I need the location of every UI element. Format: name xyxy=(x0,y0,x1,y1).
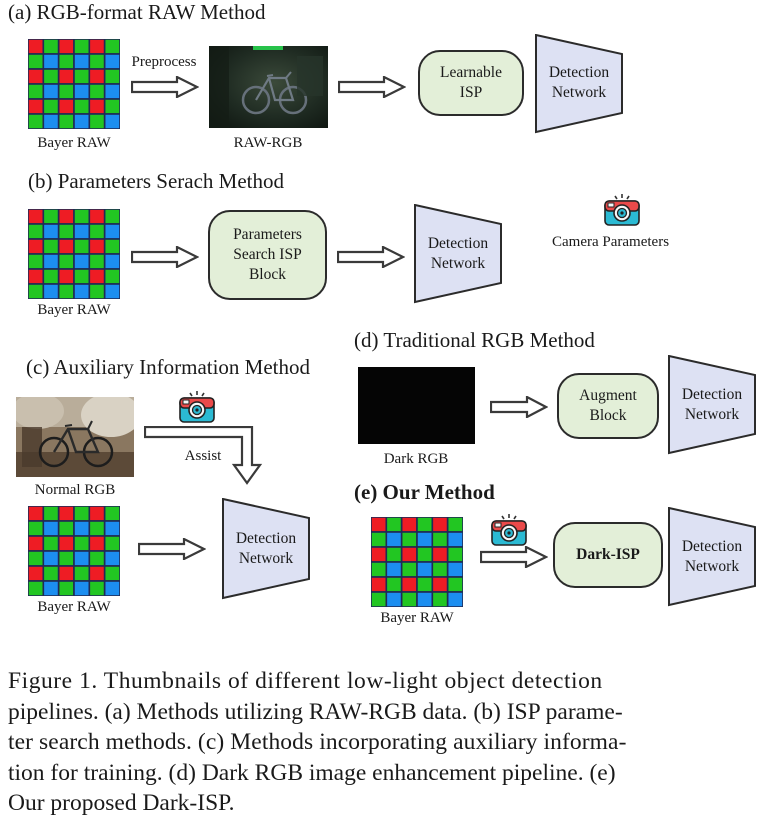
hollow-bent-arrow-icon xyxy=(144,426,263,485)
detection-network-label-d: Detection Network xyxy=(681,385,743,423)
dark-rgb-thumbnail xyxy=(358,367,475,444)
augment-block: Augment Block xyxy=(557,373,659,439)
bayer-raw-grid-e xyxy=(371,517,463,607)
detection-network-label-a: Detection Network xyxy=(548,63,610,101)
detection-network-shape-d xyxy=(668,355,756,455)
raw-rgb-label: RAW-RGB xyxy=(233,135,303,151)
normal-rgb-label: Normal RGB xyxy=(34,482,116,498)
dark-rgb-label: Dark RGB xyxy=(383,451,449,467)
learnable-isp-block: Learnable ISP xyxy=(418,50,524,116)
camera-icon xyxy=(604,194,640,226)
caption-line: Figure 1. Thumbnails of different low-li… xyxy=(8,668,603,694)
section-a-title: (a) RGB-format RAW Method xyxy=(8,0,266,24)
section-d-title: (d) Traditional RGB Method xyxy=(354,328,595,352)
hollow-right-arrow-icon xyxy=(131,76,199,98)
hollow-right-arrow-icon xyxy=(480,546,548,568)
detection-network-shape-b xyxy=(414,204,502,304)
caption-line: Our proposed Dark-ISP. xyxy=(8,790,235,816)
detection-network-label-c: Detection Network xyxy=(235,529,297,567)
bayer-raw-label-c: Bayer RAW xyxy=(37,599,111,615)
detection-network-shape-a xyxy=(535,34,623,134)
caption-line: tion for training. (d) Dark RGB image en… xyxy=(8,759,616,786)
detection-network-label-b: Detection Network xyxy=(427,234,489,272)
camera-parameters-label: Camera Parameters xyxy=(552,234,670,250)
hollow-right-arrow-icon xyxy=(490,396,548,418)
bayer-raw-label-e: Bayer RAW xyxy=(380,610,454,626)
dark-isp-block: Dark-ISP xyxy=(553,522,663,588)
detection-network-shape-c xyxy=(222,498,310,600)
hollow-right-arrow-icon xyxy=(338,76,406,98)
bayer-raw-label-a: Bayer RAW xyxy=(37,135,111,151)
camera-icon xyxy=(179,391,215,423)
preprocess-label: Preprocess xyxy=(131,54,197,70)
parameters-search-isp-block: Parameters Search ISP Block xyxy=(208,210,327,300)
section-c-title: (c) Auxiliary Information Method xyxy=(26,355,311,379)
detection-network-label-e: Detection Network xyxy=(681,537,743,575)
figure-caption: Figure 1. Thumbnails of different low-li… xyxy=(8,666,756,819)
normal-rgb-thumbnail xyxy=(16,397,134,477)
raw-rgb-thumbnail xyxy=(209,46,328,128)
caption-line: pipelines. (a) Methods utilizing RAW-RGB… xyxy=(8,698,623,725)
bayer-raw-grid-a xyxy=(28,39,120,129)
section-b-title: (b) Parameters Serach Method xyxy=(28,169,284,193)
bayer-raw-grid-b xyxy=(28,209,120,299)
camera-icon xyxy=(491,514,527,546)
hollow-right-arrow-icon xyxy=(131,246,199,268)
hollow-right-arrow-icon xyxy=(138,538,206,560)
section-e-title: (e) Our Method xyxy=(354,480,495,504)
bayer-raw-label-b: Bayer RAW xyxy=(37,302,111,318)
detection-network-shape-e xyxy=(668,507,756,607)
bayer-raw-grid-c xyxy=(28,506,120,596)
hollow-right-arrow-icon xyxy=(337,246,405,268)
caption-line: ter search methods. (c) Methods incorpor… xyxy=(8,729,627,755)
assist-label: Assist xyxy=(184,448,222,464)
